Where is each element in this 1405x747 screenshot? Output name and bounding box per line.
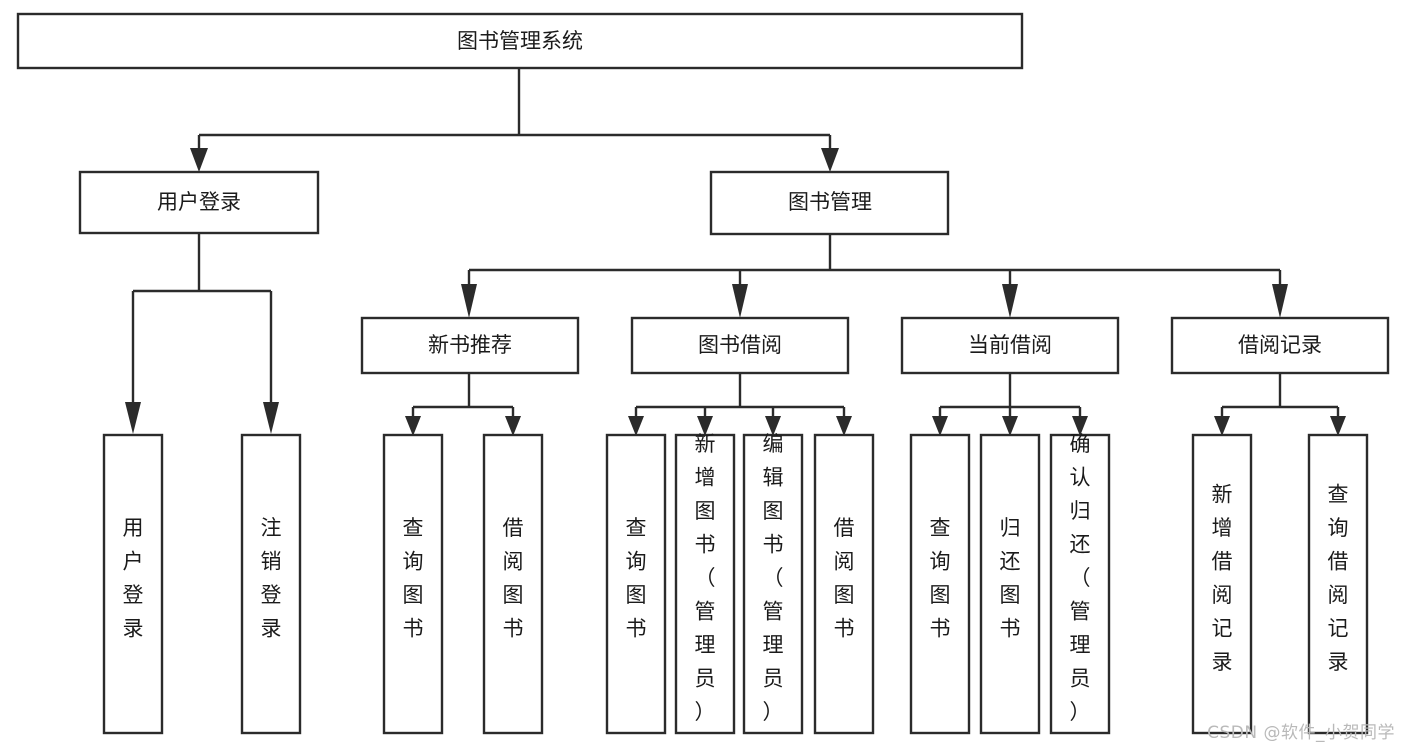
node-borrow-record-box[interactable] — [1170, 316, 1390, 375]
node-leaf-logout-login[interactable]: 注销登录 — [240, 433, 302, 735]
node-leaf-query-book-3[interactable]: 查询图书 — [909, 433, 971, 735]
node-leaf-query-book-2[interactable]: 查询图书 — [605, 433, 667, 735]
node-leaf-query-record-label: 查询借阅记录 — [1328, 482, 1349, 674]
node-leaf-borrow-book-1-box[interactable] — [482, 433, 544, 735]
node-root-box[interactable] — [16, 12, 1024, 70]
arrowhead-leaf-confirm-return — [1072, 416, 1088, 436]
arrowhead-leaf-edit-book — [765, 416, 781, 436]
node-leaf-query-book-2-box[interactable] — [605, 433, 667, 735]
node-leaf-query-book-3-label: 查询图书 — [930, 516, 951, 641]
node-user-login-box[interactable] — [78, 170, 320, 235]
node-leaf-borrow-book-1[interactable]: 借阅图书 — [482, 433, 544, 735]
csdn-watermark: CSDN @软件_小贺同学 — [1207, 723, 1395, 743]
arrowhead-current-borrow — [1002, 284, 1018, 318]
arrowhead-book-manage — [821, 148, 839, 172]
node-leaf-query-book-1[interactable]: 查询图书 — [382, 433, 444, 735]
node-leaf-query-book-2-label: 查询图书 — [626, 516, 647, 641]
node-leaf-return-book[interactable]: 归还图书 — [979, 433, 1041, 735]
node-leaf-borrow-book-2-box[interactable] — [813, 433, 875, 735]
node-new-book-recommend-label: 新书推荐 — [428, 333, 512, 357]
node-leaf-user-login[interactable]: 用户登录 — [102, 433, 164, 735]
node-current-borrow[interactable]: 当前借阅 — [900, 316, 1120, 375]
node-leaf-confirm-return[interactable]: 确认归还（管理员） — [1049, 432, 1111, 735]
arrowhead-leaf-query-book-2 — [628, 416, 644, 436]
node-leaf-user-login-label: 用户登录 — [123, 516, 144, 641]
node-leaf-edit-book-label: 编辑图书（管理员） — [763, 432, 784, 724]
node-leaf-logout-login-box[interactable] — [240, 433, 302, 735]
connector-layer — [125, 68, 1346, 436]
node-book-borrow-box[interactable] — [630, 316, 850, 375]
arrowhead-leaf-return-book — [1002, 416, 1018, 436]
arrowhead-new-book-recommend — [461, 284, 477, 318]
node-borrow-record-label: 借阅记录 — [1238, 333, 1322, 357]
node-leaf-query-book-3-box[interactable] — [909, 433, 971, 735]
node-leaf-borrow-book-1-label: 借阅图书 — [503, 516, 524, 641]
node-leaf-logout-login-label: 注销登录 — [261, 516, 282, 641]
node-current-borrow-box[interactable] — [900, 316, 1120, 375]
node-new-book-recommend[interactable]: 新书推荐 — [360, 316, 580, 375]
arrowhead-leaf-add-book — [697, 416, 713, 436]
arrowhead-book-borrow — [732, 284, 748, 318]
node-root[interactable]: 图书管理系统 — [16, 12, 1024, 70]
node-user-login-label: 用户登录 — [157, 190, 241, 214]
node-leaf-user-login-box[interactable] — [102, 433, 164, 735]
arrowhead-borrow-record — [1272, 284, 1288, 318]
node-leaf-add-book-box[interactable] — [674, 433, 736, 735]
node-leaf-borrow-book-2-label: 借阅图书 — [834, 516, 855, 641]
arrowhead-leaf-logout-login — [263, 402, 279, 434]
node-new-book-recommend-box[interactable] — [360, 316, 580, 375]
node-leaf-edit-book-box[interactable] — [742, 433, 804, 735]
node-leaf-return-book-box[interactable] — [979, 433, 1041, 735]
node-leaf-add-book-label: 新增图书（管理员） — [695, 432, 716, 724]
node-leaf-add-record-label: 新增借阅记录 — [1212, 482, 1233, 674]
node-current-borrow-label: 当前借阅 — [968, 333, 1052, 357]
arrowhead-leaf-borrow-book-2 — [836, 416, 852, 436]
node-leaf-edit-book[interactable]: 编辑图书（管理员） — [742, 432, 804, 735]
arrowhead-leaf-query-record — [1330, 416, 1346, 436]
node-leaf-confirm-return-label: 确认归还（管理员） — [1070, 432, 1091, 724]
arrowhead-leaf-user-login — [125, 402, 141, 434]
node-root-label: 图书管理系统 — [457, 29, 583, 53]
node-leaf-query-record-box[interactable] — [1307, 433, 1369, 735]
arrowhead-leaf-query-book-3 — [932, 416, 948, 436]
node-leaf-add-record-box[interactable] — [1191, 433, 1253, 735]
arrowhead-leaf-query-book-1 — [405, 416, 421, 436]
node-borrow-record[interactable]: 借阅记录 — [1170, 316, 1390, 375]
node-leaf-add-record[interactable]: 新增借阅记录 — [1191, 433, 1253, 735]
node-leaf-query-book-1-box[interactable] — [382, 433, 444, 735]
arrowhead-leaf-borrow-book-1 — [505, 416, 521, 436]
node-leaf-query-book-1-label: 查询图书 — [403, 516, 424, 641]
node-leaf-return-book-label: 归还图书 — [1000, 516, 1021, 641]
arrowhead-leaf-add-record — [1214, 416, 1230, 436]
node-leaf-confirm-return-box[interactable] — [1049, 433, 1111, 735]
node-leaf-add-book[interactable]: 新增图书（管理员） — [674, 432, 736, 735]
node-book-borrow-label: 图书借阅 — [698, 333, 782, 357]
node-book-manage-box[interactable] — [709, 170, 950, 236]
node-book-borrow[interactable]: 图书借阅 — [630, 316, 850, 375]
node-book-manage-label: 图书管理 — [788, 190, 872, 214]
node-leaf-query-record[interactable]: 查询借阅记录 — [1307, 433, 1369, 735]
arrowhead-user-login — [190, 148, 208, 172]
node-user-login[interactable]: 用户登录 — [78, 170, 320, 235]
node-book-manage[interactable]: 图书管理 — [709, 170, 950, 236]
node-leaf-borrow-book-2[interactable]: 借阅图书 — [813, 433, 875, 735]
